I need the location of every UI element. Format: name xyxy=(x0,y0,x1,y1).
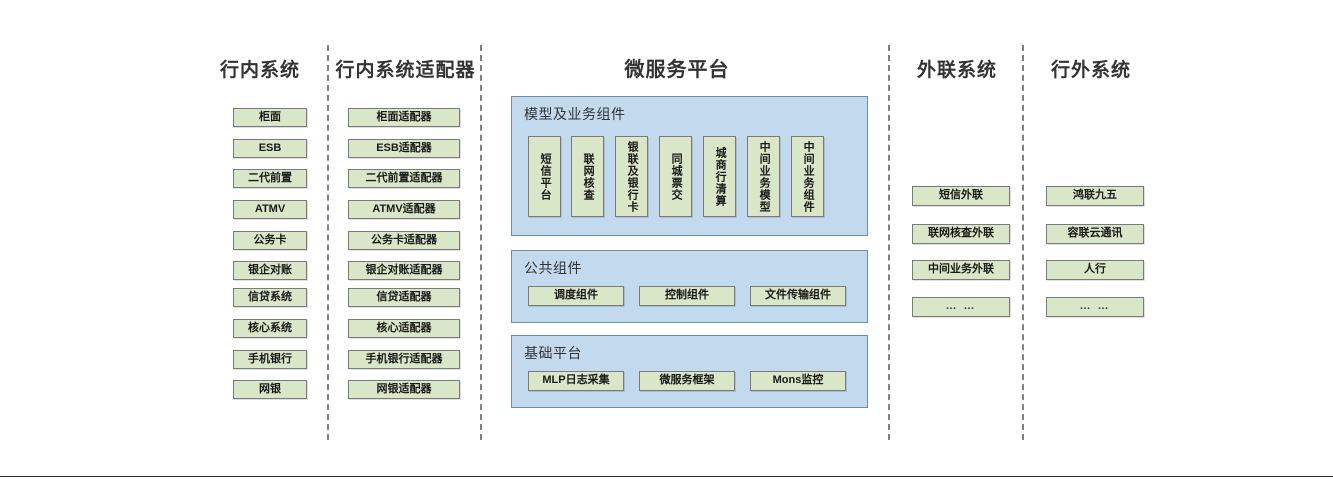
column-title-in-bank-adapters: 行内系统适配器 xyxy=(335,60,476,81)
list-item[interactable]: 人行 xyxy=(1046,260,1144,280)
column-title-microservice-platform: 微服务平台 xyxy=(624,59,730,81)
list-item[interactable]: 公务卡适配器 xyxy=(348,231,460,250)
list-item[interactable]: 信贷适配器 xyxy=(348,288,460,307)
list-item[interactable]: … … xyxy=(1046,297,1144,317)
list-item[interactable]: 手机银行 xyxy=(233,350,307,369)
component-box[interactable]: 文件传输组件 xyxy=(750,286,846,306)
divider-4 xyxy=(1022,45,1024,440)
component-box[interactable]: 短信平台 xyxy=(528,136,561,217)
list-item[interactable]: 柜面适配器 xyxy=(348,108,460,127)
component-box[interactable]: 中间业务组件 xyxy=(791,136,824,217)
list-item[interactable]: 中间业务外联 xyxy=(912,260,1010,280)
list-item[interactable]: 核心适配器 xyxy=(348,319,460,338)
divider-1 xyxy=(327,45,329,440)
list-item[interactable]: ESB适配器 xyxy=(348,139,460,158)
bottom-divider xyxy=(0,476,1333,477)
list-item[interactable]: ESB xyxy=(233,139,307,158)
component-box[interactable]: 联网核查 xyxy=(571,136,604,217)
list-item[interactable]: 容联云通讯 xyxy=(1046,224,1144,244)
list-item[interactable]: 柜面 xyxy=(233,108,307,127)
component-box[interactable]: 银联及银行卡 xyxy=(615,136,648,217)
column-title-out-of-bank-systems: 行外系统 xyxy=(1050,60,1131,81)
component-box[interactable]: 控制组件 xyxy=(639,286,735,306)
column-title-in-bank-systems: 行内系统 xyxy=(219,60,300,81)
panel-label-base-platform: 基础平台 xyxy=(524,345,582,361)
list-item[interactable]: 网银适配器 xyxy=(348,380,460,399)
list-item[interactable]: 短信外联 xyxy=(912,186,1010,206)
list-item[interactable]: 信贷系统 xyxy=(233,288,307,307)
component-box[interactable]: Mons监控 xyxy=(750,371,846,391)
list-item[interactable]: 二代前置适配器 xyxy=(348,169,460,188)
list-item[interactable]: 核心系统 xyxy=(233,319,307,338)
divider-2 xyxy=(480,45,482,440)
list-item[interactable]: ATMV xyxy=(233,200,307,219)
component-box[interactable]: 城商行清算 xyxy=(703,136,736,217)
list-item[interactable]: 鸿联九五 xyxy=(1046,186,1144,206)
divider-3 xyxy=(888,45,890,440)
component-box[interactable]: 调度组件 xyxy=(528,286,624,306)
list-item[interactable]: 银企对账 xyxy=(233,261,307,280)
panel-label-model-business-components: 模型及业务组件 xyxy=(524,106,626,122)
component-box[interactable]: 微服务框架 xyxy=(639,371,735,391)
list-item[interactable]: 公务卡 xyxy=(233,231,307,250)
list-item[interactable]: 银企对账适配器 xyxy=(348,261,460,280)
component-box[interactable]: 同城票交 xyxy=(659,136,692,217)
list-item[interactable]: 网银 xyxy=(233,380,307,399)
list-item[interactable]: 联网核查外联 xyxy=(912,224,1010,244)
component-box[interactable]: MLP日志采集 xyxy=(528,371,624,391)
list-item[interactable]: … … xyxy=(912,297,1010,317)
component-box[interactable]: 中间业务模型 xyxy=(747,136,780,217)
column-title-external-link-systems: 外联系统 xyxy=(916,60,997,81)
list-item[interactable]: ATMV适配器 xyxy=(348,200,460,219)
panel-label-public-components: 公共组件 xyxy=(524,260,582,276)
list-item[interactable]: 手机银行适配器 xyxy=(348,350,460,369)
list-item[interactable]: 二代前置 xyxy=(233,169,307,188)
